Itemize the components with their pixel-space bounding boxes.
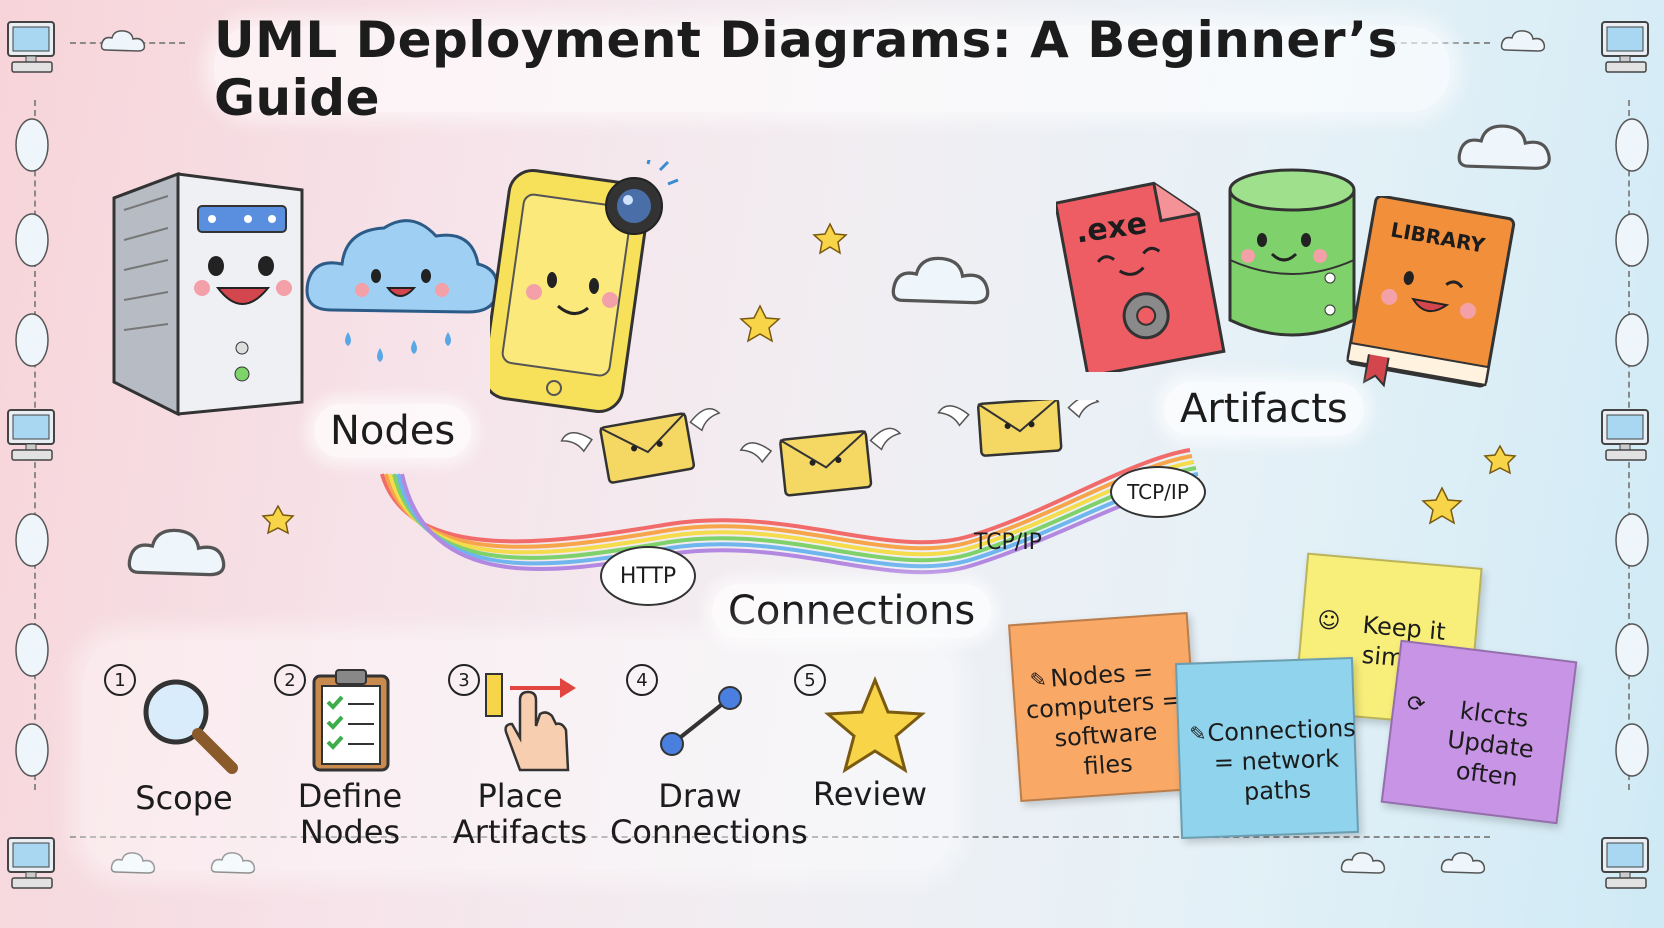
http-bubble: HTTP [600, 546, 696, 606]
step-number: 3 [448, 664, 480, 696]
cloud-icon [1340, 852, 1386, 874]
server-icon [112, 171, 304, 417]
magnifier-icon [143, 679, 238, 774]
step-label: Review [812, 775, 928, 813]
note-text: klccts Update often [1445, 696, 1536, 792]
cloud-icon [1500, 30, 1546, 52]
tcpip-line-label: TCP/IP [974, 530, 1042, 555]
step-label: Scope [135, 779, 233, 817]
note-nodes: ✎ Nodes = computers = software files [1008, 611, 1200, 803]
library-book-icon: LIBRARY [1346, 196, 1516, 388]
step-number: 4 [626, 664, 658, 696]
note-text: Nodes = computers = software files [1025, 657, 1183, 781]
step-label: Place Artifacts [452, 777, 588, 851]
frame-bottom [70, 836, 1490, 838]
envelope-icon [937, 400, 1100, 457]
envelopes [560, 400, 1100, 497]
computer-icon [7, 837, 55, 889]
drag-hand-icon [485, 673, 576, 772]
cloud-icon [1440, 852, 1486, 874]
envelope-icon [739, 427, 902, 497]
note-text: Connections = network paths [1206, 713, 1357, 806]
star-icon [739, 304, 781, 343]
star-icon [261, 504, 295, 535]
envelope-icon [560, 407, 721, 484]
pencil-icon: ✎ [1189, 721, 1207, 746]
star-icon [1421, 486, 1463, 525]
computer-icon [1601, 409, 1649, 461]
tcpip-bubble: TCP/IP [1110, 466, 1206, 518]
connector-icon [660, 686, 742, 756]
cloud-icon [100, 30, 146, 52]
page-title: UML Deployment Diagrams: A Beginner’s Gu… [214, 11, 1398, 127]
step-label: Draw Connections [610, 777, 808, 851]
step-number: 5 [794, 664, 826, 696]
star-icon [1483, 444, 1517, 475]
database-icon [1228, 168, 1356, 337]
step-label: Define Nodes [297, 777, 403, 851]
artifacts-label: Artifacts [1164, 382, 1364, 436]
pencil-icon: ✎ [1029, 666, 1048, 693]
step-number: 1 [104, 664, 136, 696]
refresh-icon: ⟳ [1405, 691, 1427, 719]
connections-label: Connections [712, 584, 992, 638]
cloud-icon [891, 256, 990, 305]
note-connections: ✎ Connections = network paths [1174, 656, 1360, 840]
clipboard-icon [312, 669, 390, 772]
computer-icon [1601, 21, 1649, 73]
exe-file-icon: .exe [1056, 181, 1226, 372]
cloud-icon [1457, 124, 1551, 170]
computer-icon [7, 409, 55, 461]
title-banner: UML Deployment Diagrams: A Beginner’s Gu… [214, 11, 1450, 127]
tip-icon: ☺ [1316, 607, 1342, 635]
phone-icon [490, 160, 679, 414]
computer-icon [1601, 837, 1649, 889]
cloud-icon [127, 528, 226, 577]
cloud-node-icon [305, 219, 499, 362]
step-number: 2 [274, 664, 306, 696]
star-icon [824, 676, 926, 774]
nodes-label: Nodes [314, 404, 472, 458]
computer-icon [7, 21, 55, 73]
connection-path [380, 448, 1201, 575]
note-update: ⟳ klccts Update often [1380, 639, 1578, 825]
star-icon [812, 222, 848, 255]
